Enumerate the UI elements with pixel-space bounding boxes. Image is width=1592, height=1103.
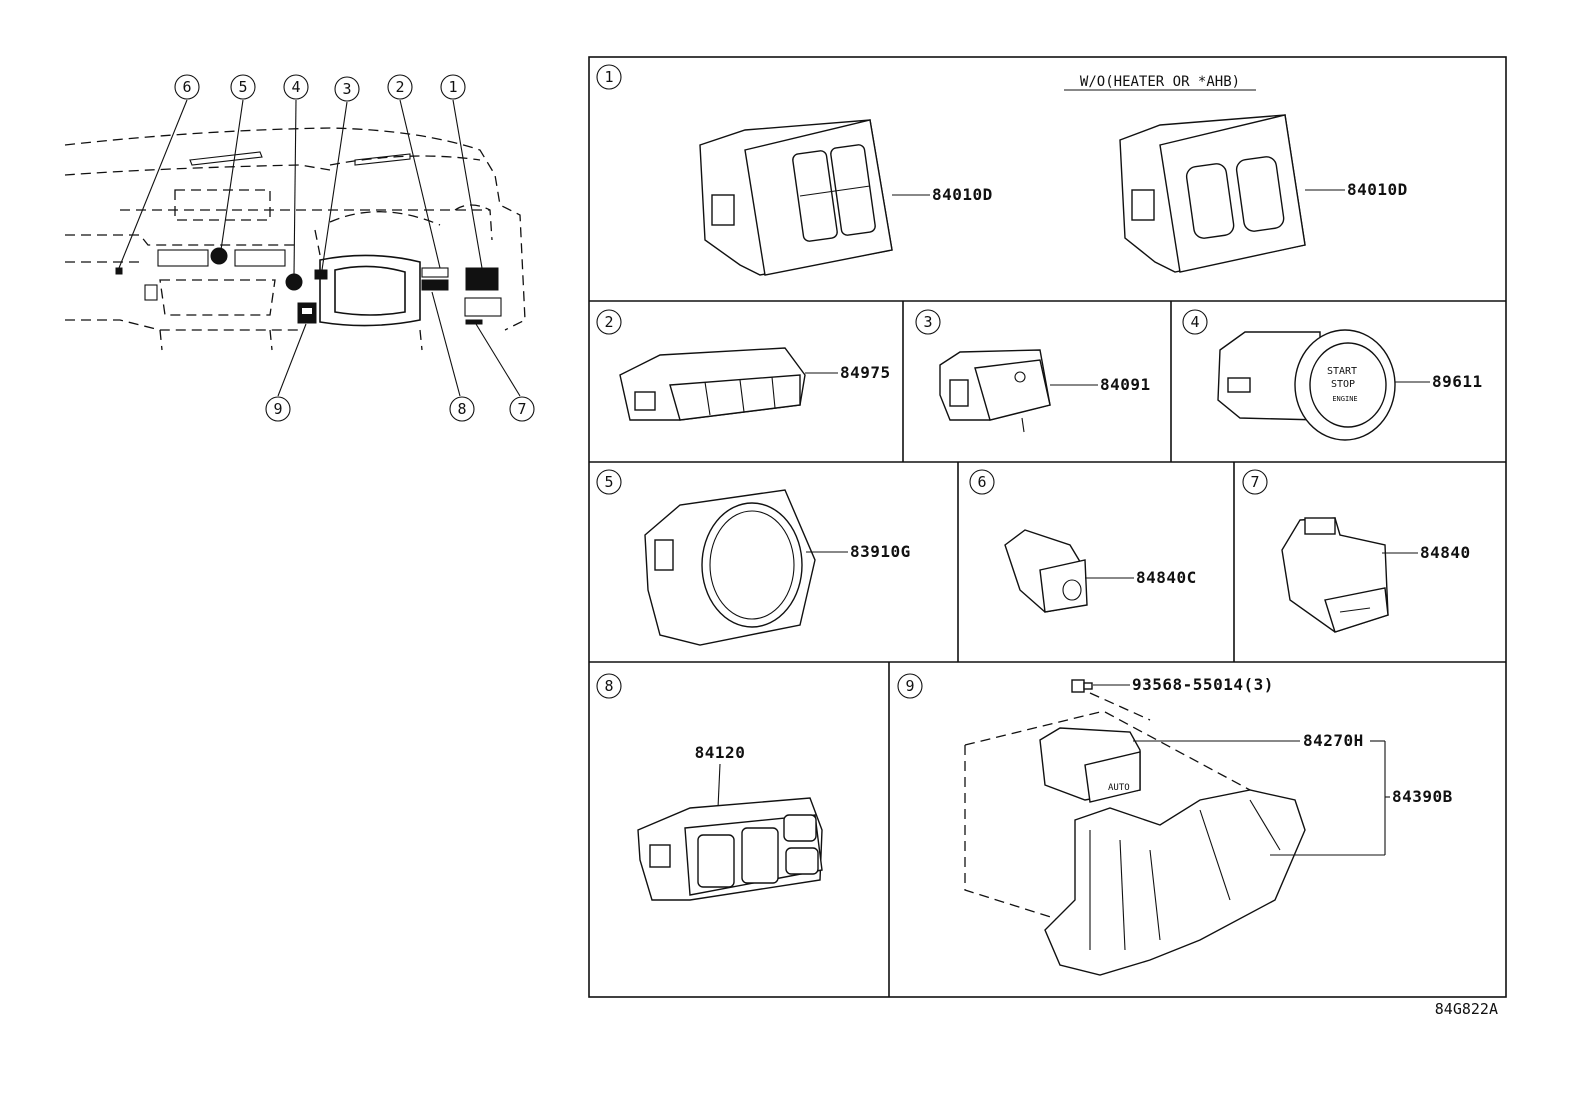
label-83910g: 83910G (850, 542, 911, 561)
panel-6-number: 6 (969, 469, 995, 495)
label-84840c: 84840C (1136, 568, 1197, 587)
socket-84840c (1004, 529, 1088, 613)
panel-4: 4 START STOP ENGINE 89611 (1182, 309, 1483, 441)
panel-9: 9 93568-55014(3) AUTO 84270H (897, 673, 1453, 976)
panel-9-number: 9 (897, 673, 923, 699)
label-93568-55014: 93568-55014(3) (1132, 675, 1274, 694)
svg-text:8: 8 (604, 677, 613, 695)
svg-text:7: 7 (517, 400, 526, 418)
svg-text:1: 1 (604, 68, 613, 86)
callout-6: 6 (174, 74, 200, 100)
spiral-cable-83910g (644, 489, 816, 646)
panel-1-note: W/O(HEATER OR *AHB) (1080, 74, 1240, 90)
callout-9: 9 (265, 396, 291, 422)
svg-text:3: 3 (923, 313, 932, 331)
svg-text:2: 2 (604, 313, 613, 331)
svg-text:3: 3 (342, 80, 351, 98)
svg-text:7: 7 (1250, 473, 1259, 491)
svg-text:1: 1 (448, 78, 457, 96)
label-84390b: 84390B (1392, 787, 1453, 806)
panel-8: 8 84120 (596, 673, 823, 901)
label-84010d-b: 84010D (1347, 180, 1408, 199)
stop-text: STOP (1331, 379, 1355, 390)
svg-text:9: 9 (905, 677, 914, 695)
callout-7: 7 (509, 396, 535, 422)
svg-text:5: 5 (238, 78, 247, 96)
svg-text:5: 5 (604, 473, 613, 491)
engine-text: ENGINE (1332, 395, 1357, 403)
callout-2: 2 (387, 74, 413, 100)
parts-grid (588, 56, 1507, 998)
lower-panel-84390b (1044, 789, 1306, 976)
label-84975: 84975 (840, 363, 891, 382)
switch-84840 (1281, 517, 1389, 633)
panel-5-number: 5 (596, 469, 622, 495)
svg-text:6: 6 (182, 78, 191, 96)
start-text: START (1327, 366, 1357, 377)
svg-text:4: 4 (1190, 313, 1199, 331)
callout-5: 5 (230, 74, 256, 100)
panel-5: 5 83910G (596, 469, 911, 646)
label-84091: 84091 (1100, 375, 1151, 394)
switch-84120 (637, 797, 823, 901)
label-89611: 89611 (1432, 372, 1483, 391)
label-84840: 84840 (1420, 543, 1471, 562)
panel-8-number: 8 (596, 673, 622, 699)
callout-3: 3 (334, 76, 360, 102)
svg-text:9: 9 (273, 400, 282, 418)
figure-code: 84G822A (1435, 1000, 1498, 1018)
switch-84270h: AUTO (1039, 727, 1141, 803)
panel-2-number: 2 (596, 309, 622, 335)
panel-6: 6 84840C (969, 469, 1197, 613)
label-84120: 84120 (695, 743, 746, 762)
callout-4: 4 (283, 74, 309, 100)
panel-7-number: 7 (1242, 469, 1268, 495)
panel-7: 7 84840 (1242, 469, 1471, 633)
dashboard-overview: 1 2 3 4 5 6 7 8 9 (64, 74, 535, 422)
svg-text:4: 4 (291, 78, 300, 96)
panel-3: 3 84091 (915, 309, 1151, 433)
panel-2: 2 84975 (596, 309, 891, 421)
panel-1: 1 W/O(HEATER OR *AHB) 84010D 84010D (596, 64, 1408, 276)
start-stop-switch: START STOP ENGINE (1217, 329, 1396, 441)
svg-text:2: 2 (395, 78, 404, 96)
callout-1: 1 (440, 74, 466, 100)
svg-text:6: 6 (977, 473, 986, 491)
screw-icon (1071, 679, 1093, 693)
label-84270h: 84270H (1303, 731, 1364, 750)
panel-4-number: 4 (1182, 309, 1208, 335)
panel-1-number: 1 (596, 64, 622, 90)
auto-text: AUTO (1108, 783, 1130, 793)
callout-8: 8 (449, 396, 475, 422)
switch-84010d-a (699, 119, 893, 276)
svg-text:8: 8 (457, 400, 466, 418)
panel-3-number: 3 (915, 309, 941, 335)
switch-84010d-b (1119, 114, 1306, 273)
label-84010d-a: 84010D (932, 185, 993, 204)
switch-84975 (619, 347, 806, 421)
switch-84091 (939, 349, 1051, 433)
